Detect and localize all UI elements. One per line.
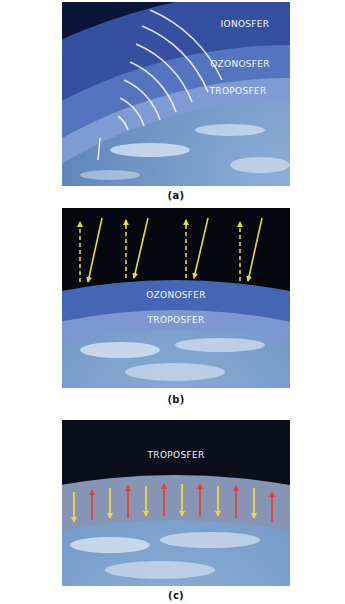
panel-caption: (c) bbox=[168, 590, 184, 601]
layer-label: TROPOSFER bbox=[210, 86, 267, 96]
panel-c bbox=[62, 420, 290, 586]
layer-label: OZONOSFER bbox=[210, 59, 270, 69]
panel-a bbox=[62, 2, 290, 186]
layer-label: TROPOSFER bbox=[148, 450, 205, 460]
panel-b bbox=[62, 208, 290, 388]
layer-label: IONOSFER bbox=[221, 19, 270, 29]
panel-caption: (a) bbox=[168, 190, 185, 201]
layer-label: TROPOSFER bbox=[148, 315, 205, 325]
panel-caption: (b) bbox=[167, 394, 184, 405]
layer-label: OZONOSFER bbox=[146, 290, 206, 300]
